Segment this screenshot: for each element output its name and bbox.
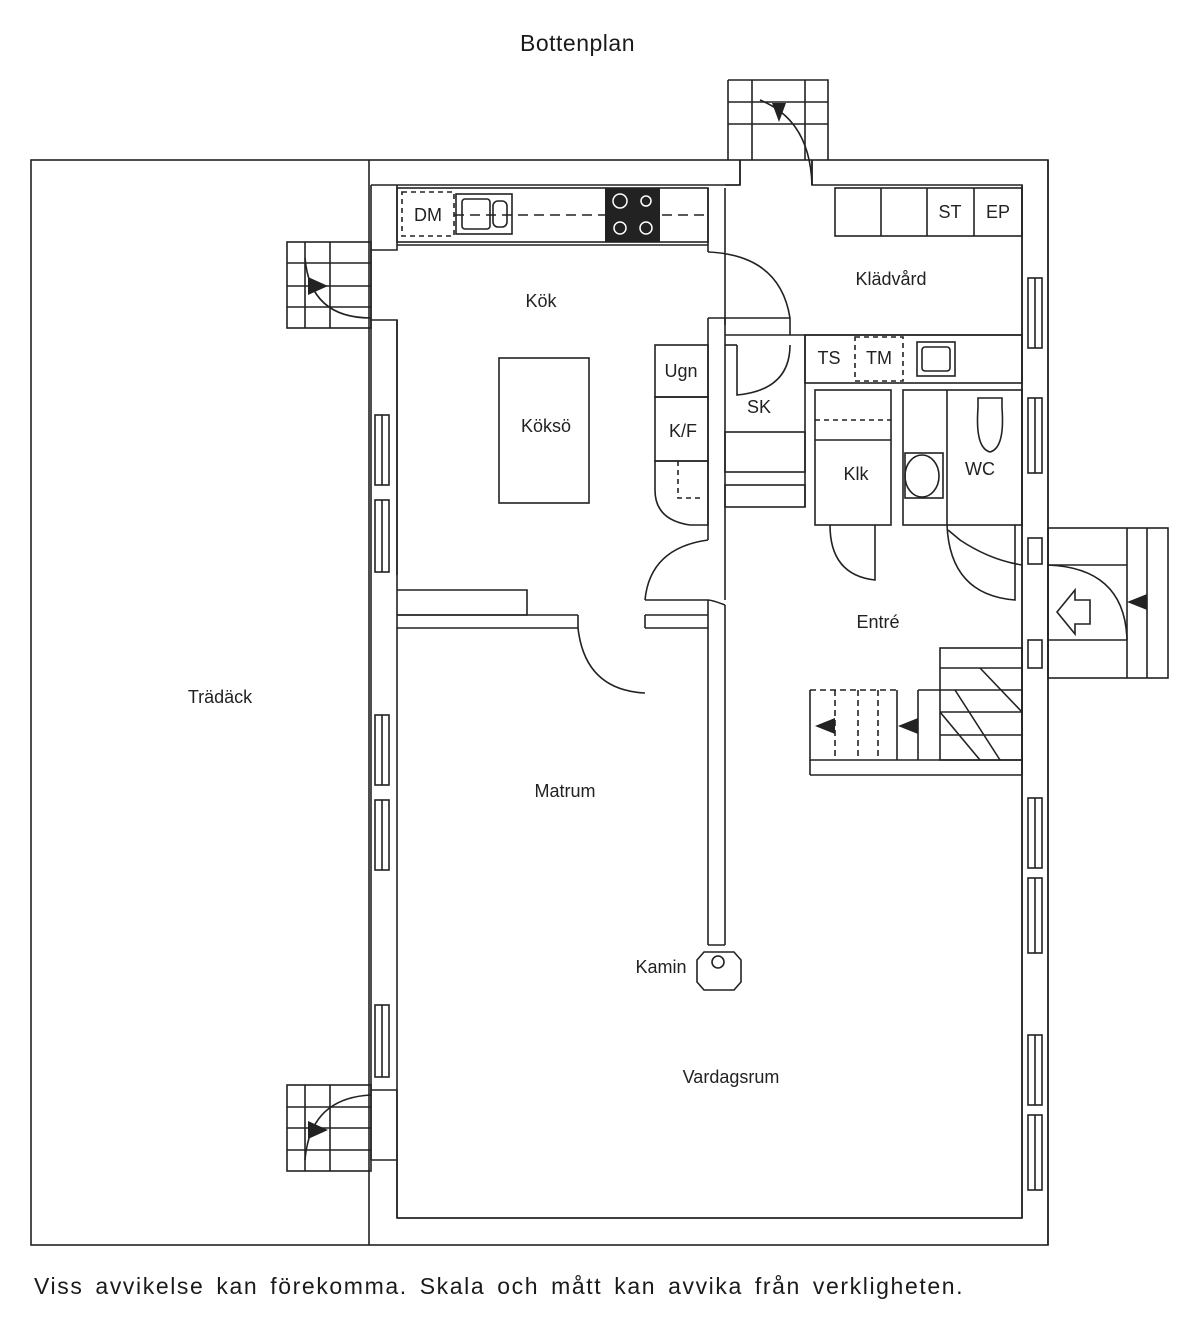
floor-plan: Kök Köksö Klädvård SK Klk WC Entré Matru… [30, 79, 1169, 1246]
room-label-kladvard: Klädvård [855, 269, 926, 289]
exterior-wall-inner [397, 184, 740, 246]
disclaimer-text: Viss avvikelse kan förekomma. Skala och … [34, 1273, 965, 1299]
room-label-matrum: Matrum [534, 781, 595, 801]
room-label-wc: WC [965, 459, 995, 479]
room-label-tradack: Trädäck [188, 687, 253, 707]
kitchen-island [498, 357, 590, 504]
room-label-kok: Kök [525, 291, 557, 311]
fixture-label-dm: DM [414, 205, 442, 225]
cooktop [605, 188, 660, 242]
fixture-label-tm: TM [866, 348, 892, 368]
deck-outline [30, 159, 1049, 1246]
exterior-wall-outer [370, 160, 1023, 1219]
room-label-kokso: Köksö [521, 416, 571, 436]
room-label-klk: Klk [843, 464, 869, 484]
fixture-label-st: ST [938, 202, 961, 222]
fireplace [696, 951, 742, 991]
room-label-entre: Entré [856, 612, 899, 632]
fixture-label-ep: EP [986, 202, 1010, 222]
room-label-sk: SK [747, 397, 771, 417]
room-label-kamin: Kamin [635, 957, 686, 977]
fixture-label-ts: TS [817, 348, 840, 368]
fixture-label-kf: K/F [669, 421, 697, 441]
plan-title: Bottenplan [520, 30, 635, 56]
fixture-label-ugn: Ugn [664, 361, 697, 381]
top-door-swing [759, 99, 813, 186]
room-label-vardagsrum: Vardagsrum [683, 1067, 780, 1087]
